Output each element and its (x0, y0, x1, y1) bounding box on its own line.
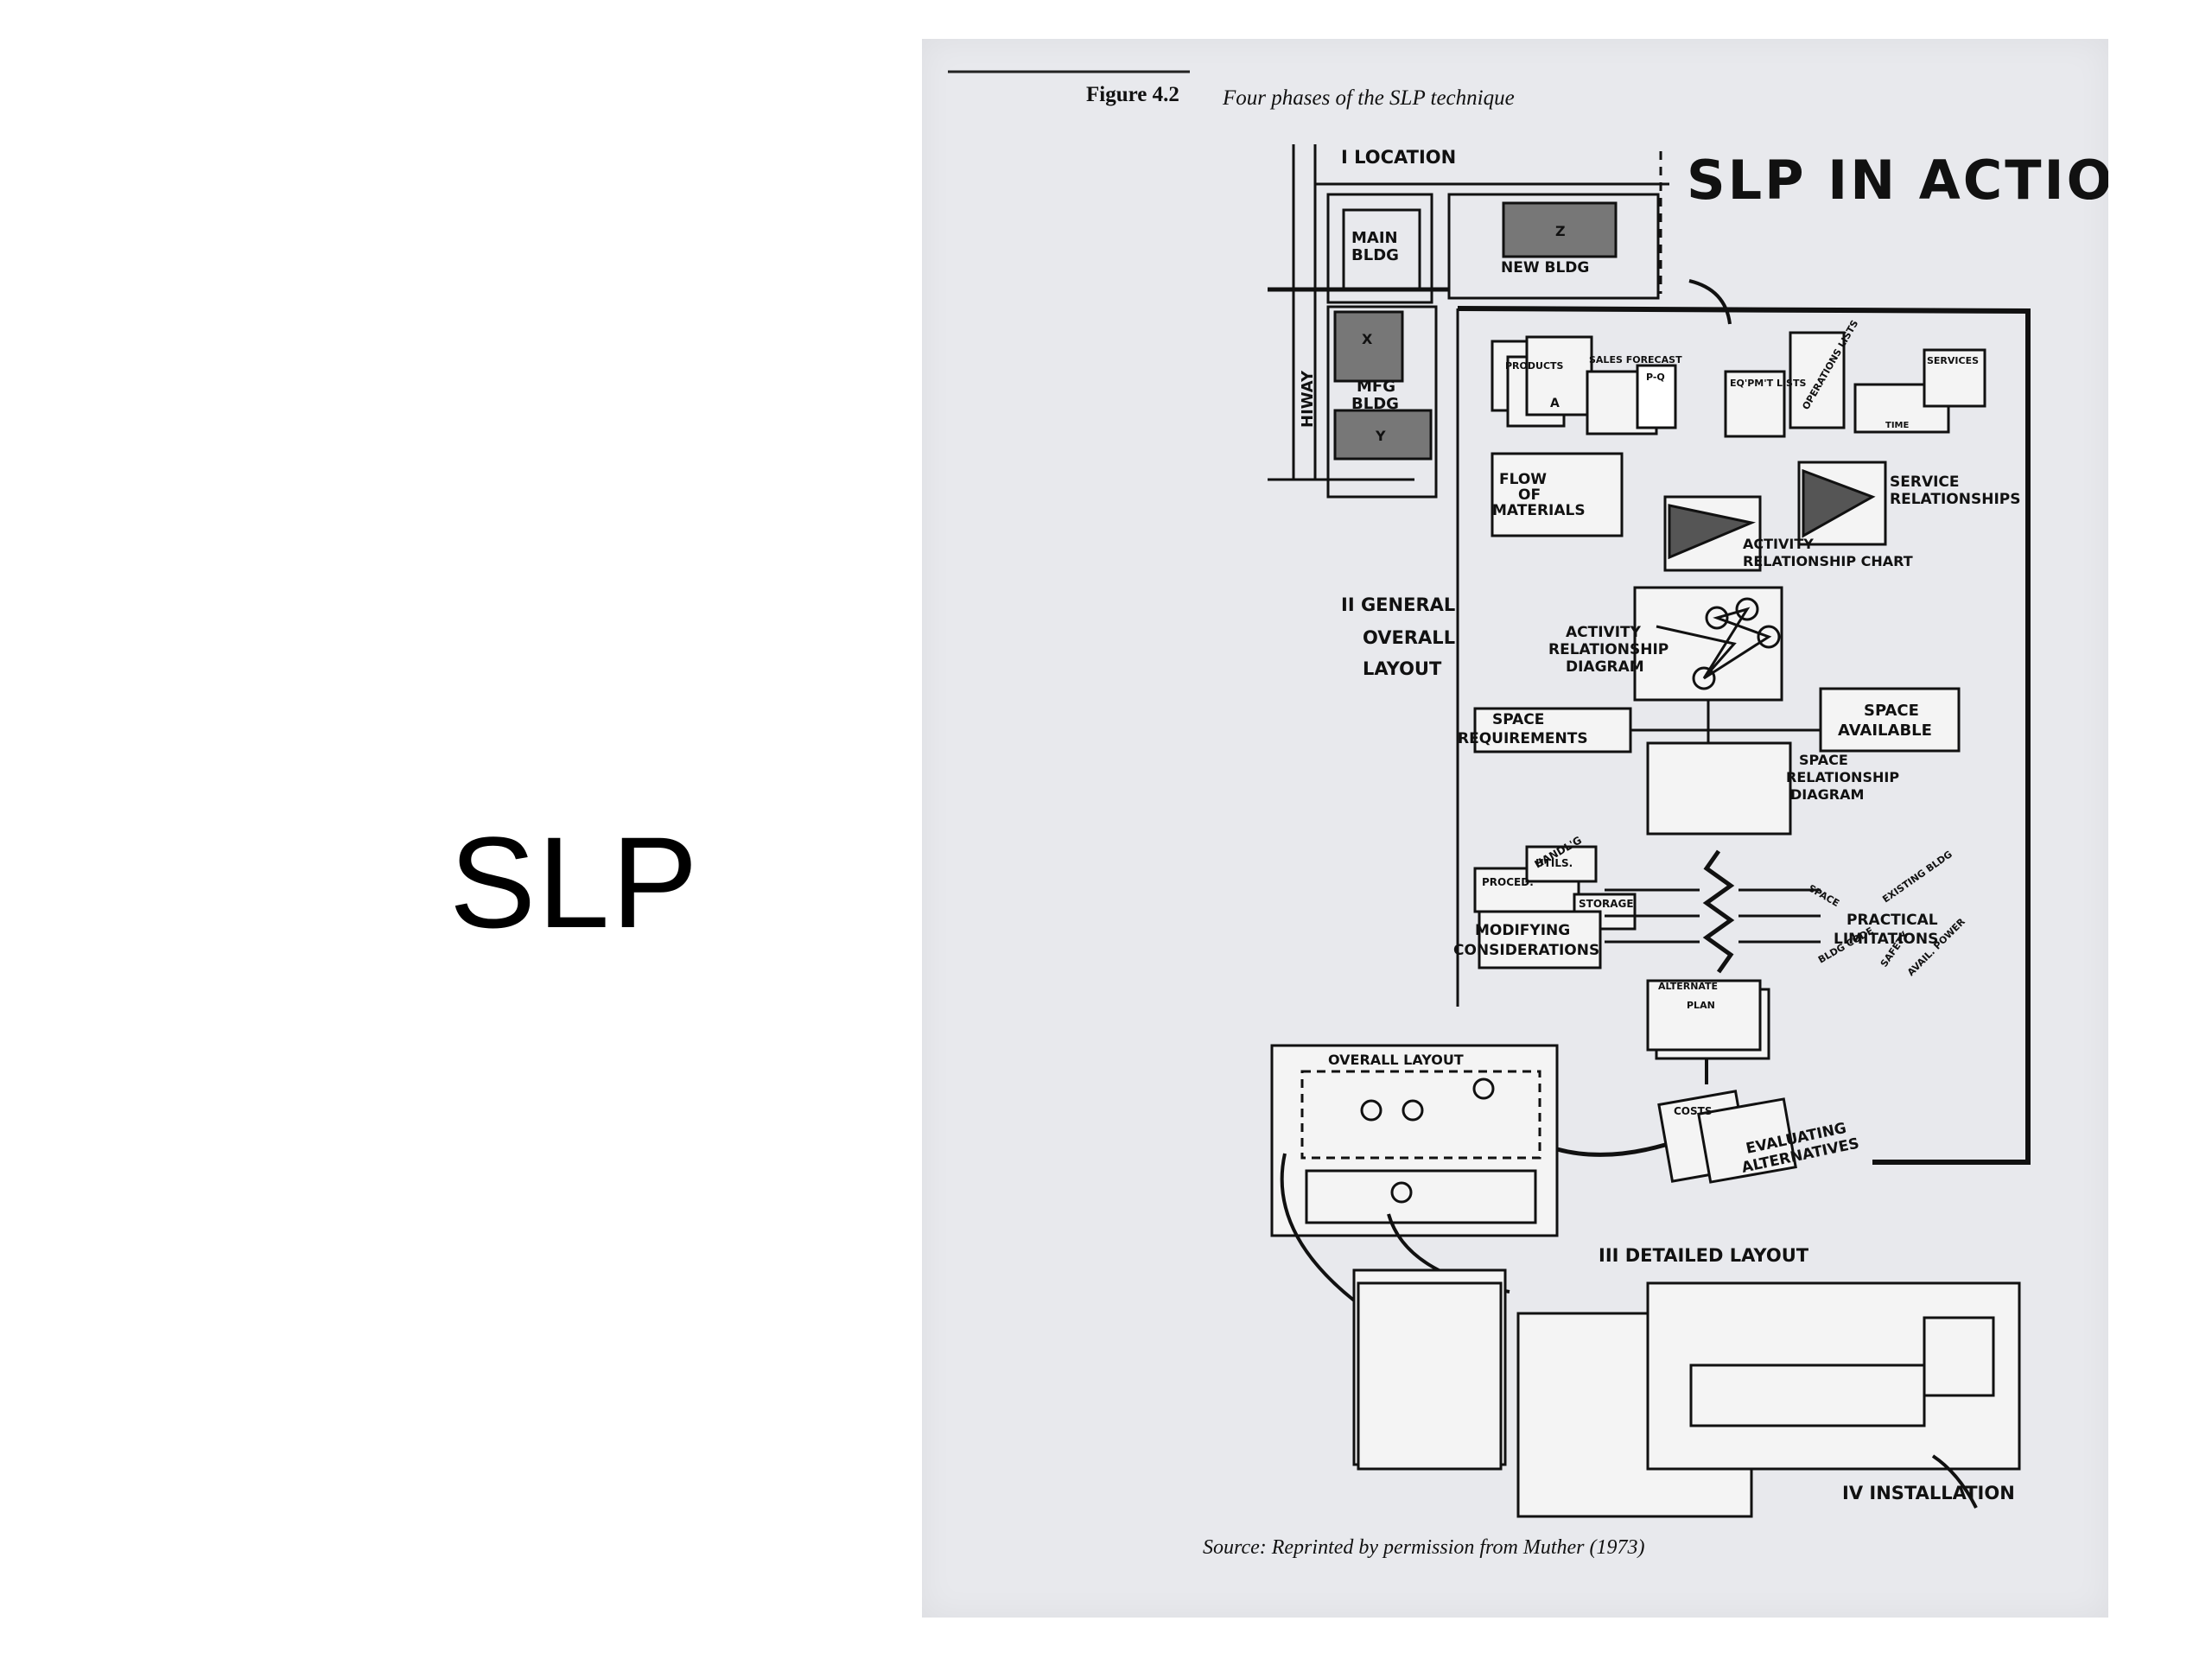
overall-layout (1270, 1044, 1559, 1237)
input-documents (1491, 331, 1986, 438)
mfg-bldg-label-1: MFG (1357, 378, 1395, 396)
existing-bldg-label: EXISTING BLDG (1880, 849, 1954, 905)
figure-scan: Figure 4.2 Four phases of the SLP techni… (922, 39, 2108, 1618)
hiway-label: HIWAY (1299, 370, 1317, 428)
alternate-label-1: ALTERNATE (1658, 981, 1718, 992)
space-req-label-2: REQUIREMENTS (1458, 730, 1588, 747)
activity-relationship-diagram (1633, 586, 1783, 702)
figure-source: Source: Reprinted by permission from Mut… (1203, 1536, 1644, 1559)
costs-label: COSTS (1674, 1105, 1712, 1117)
location-arrow (1688, 279, 1732, 325)
phase-detailed-label: III DETAILED LAYOUT (1599, 1245, 1809, 1266)
equipment-lists-label: EQ'PM'T LISTS (1730, 378, 1806, 389)
flow-service (1491, 452, 1887, 572)
zone-x: X (1362, 331, 1373, 347)
service-rel-label-2: RELATIONSHIPS (1890, 491, 2020, 508)
space-avail-label-2: AVAILABLE (1838, 721, 1932, 740)
modifying-practical (1473, 845, 1821, 974)
proced-label: PROCED. (1482, 876, 1534, 888)
slp-diagram: Figure 4.2 Four phases of the SLP techni… (948, 70, 2108, 1559)
space-boxes (1473, 687, 1961, 836)
phase-installation-label: IV INSTALLATION (1842, 1483, 2015, 1503)
figure-heading: SLP IN ACTION (1687, 149, 2108, 212)
alternate-plan (1646, 979, 1770, 1084)
utils-label: UTILS. (1535, 857, 1573, 869)
services-label: SERVICES (1927, 355, 1979, 366)
sales-forecast-label: SALES FORECAST (1589, 354, 1682, 365)
flow-label-1: FLOW (1499, 471, 1547, 488)
products-label: PRODUCTS (1505, 360, 1564, 372)
phase-general-label-3: LAYOUT (1363, 658, 1442, 679)
ard-label-2: RELATIONSHIP (1548, 641, 1669, 658)
mfg-bldg-label-2: BLDG (1351, 395, 1399, 413)
zone-z: Z (1555, 223, 1566, 239)
flow-label-3: MATERIALS (1492, 502, 1586, 519)
arc-label-1: ACTIVITY (1743, 536, 1814, 552)
flow-label-2: OF (1518, 486, 1541, 504)
products-a-label: A (1550, 397, 1560, 410)
pq-label: P-Q (1646, 372, 1665, 383)
main-bldg-label-1: MAIN (1351, 229, 1398, 247)
space-limit-label: SPACE (1807, 882, 1841, 909)
main-bldg-label-2: BLDG (1351, 246, 1399, 264)
practical-label-2: LIMITATIONS (1834, 931, 1938, 948)
detailed-layout (1280, 1153, 2021, 1518)
srd-label-3: DIAGRAM (1790, 786, 1864, 803)
slide-title: SLP (449, 810, 700, 955)
srd-label-2: RELATIONSHIP (1786, 769, 1899, 785)
modifying-label-2: CONSIDERATIONS (1453, 942, 1599, 959)
space-avail-label-1: SPACE (1864, 702, 1919, 720)
practical-label-1: PRACTICAL (1847, 912, 1938, 929)
phase-general-frame (1456, 306, 2031, 1165)
phase-location-label: I LOCATION (1341, 147, 1456, 168)
ard-label-3: DIAGRAM (1566, 658, 1644, 676)
phase-general-label-1: II GENERAL (1341, 594, 1455, 615)
new-bldg-label: NEW BLDG (1501, 259, 1589, 276)
service-rel-label-1: SERVICE (1890, 474, 1960, 491)
figure-caption: Four phases of the SLP technique (1222, 86, 1515, 110)
time-label: TIME (1885, 421, 1909, 430)
arc-label-2: RELATIONSHIP CHART (1743, 553, 1913, 569)
phase-general-label-2: OVERALL (1363, 627, 1455, 648)
phase-location (1268, 144, 1669, 499)
space-req-label-1: SPACE (1492, 711, 1544, 728)
storage-label: STORAGE (1579, 898, 1634, 910)
modifying-label-1: MODIFYING (1475, 922, 1570, 939)
figure-number: Figure 4.2 (1086, 83, 1179, 106)
alternate-label-2: PLAN (1687, 1000, 1715, 1011)
srd-label-1: SPACE (1799, 752, 1848, 768)
zone-y: Y (1375, 428, 1386, 444)
evaluating-alternatives (1556, 1090, 1797, 1184)
ard-label-1: ACTIVITY (1566, 624, 1642, 641)
overall-layout-label: OVERALL LAYOUT (1328, 1052, 1464, 1068)
